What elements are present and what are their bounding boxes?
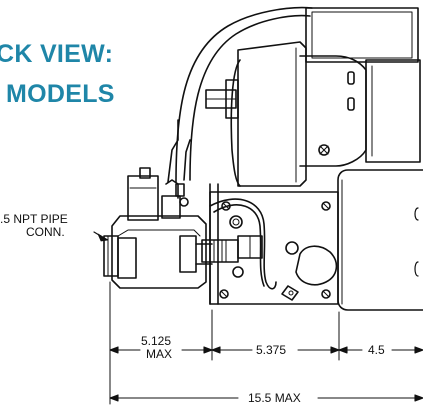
dimension-total-value: 15.5 MAX	[248, 391, 301, 405]
fan-shaft	[205, 79, 239, 119]
dimension-lines	[109, 346, 423, 402]
valve-top-fittings	[127, 167, 189, 221]
pipe-connection-label-line-2: CONN.	[26, 225, 65, 239]
pipe-connection-leader	[93, 231, 109, 242]
supply-tubes	[167, 6, 313, 183]
upper-junction-box	[305, 7, 419, 63]
dimension-right-value: 4.5	[368, 343, 385, 357]
cable-loop	[209, 198, 277, 290]
blower-housing	[230, 41, 307, 187]
pipe-inlet	[103, 235, 119, 277]
dimension-mid-value: 5.375	[256, 343, 287, 357]
nozzle-tube	[237, 235, 263, 259]
pipe-connection-label-line-1: .5 NPT PIPE	[0, 212, 68, 226]
dimension-left-value: 5.125	[141, 334, 172, 348]
gas-valve	[111, 215, 239, 289]
dimension-left-max: MAX	[146, 347, 173, 361]
diagram-title-line-1: CK VIEW:	[0, 40, 114, 68]
right-housing	[337, 169, 423, 311]
ignitor	[281, 241, 338, 301]
motor	[299, 55, 421, 167]
extension-lines	[109, 281, 340, 405]
diagram-title-line-2: MODELS	[6, 80, 115, 108]
